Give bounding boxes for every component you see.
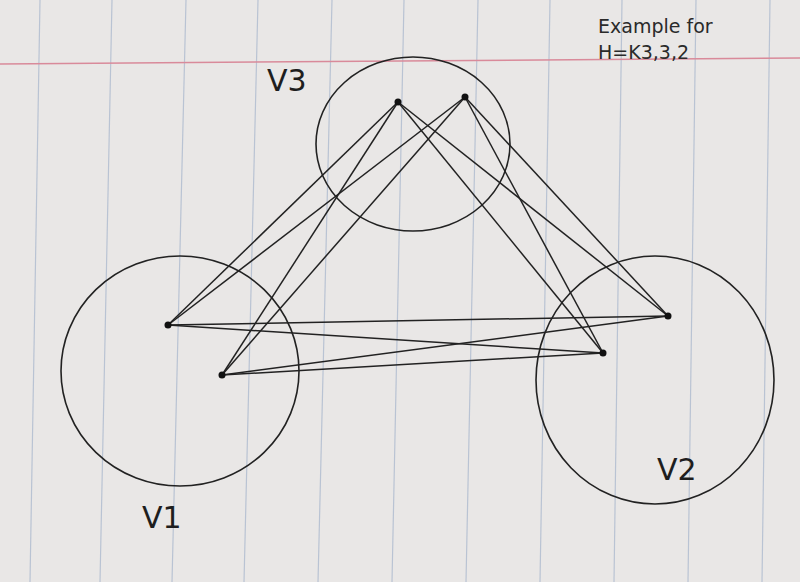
- part-label: V3: [267, 66, 307, 96]
- circle-outline: [535, 255, 775, 505]
- part-label: V2: [657, 455, 697, 485]
- part-circle: V1: [60, 255, 300, 487]
- part-circle: V3: [315, 56, 511, 232]
- circle-outline: [60, 255, 300, 487]
- circle-outline: [315, 56, 511, 232]
- part-circle: V2: [535, 255, 775, 505]
- note-text: Example for H=K3,3,2: [598, 14, 728, 65]
- part-label: V1: [142, 503, 182, 533]
